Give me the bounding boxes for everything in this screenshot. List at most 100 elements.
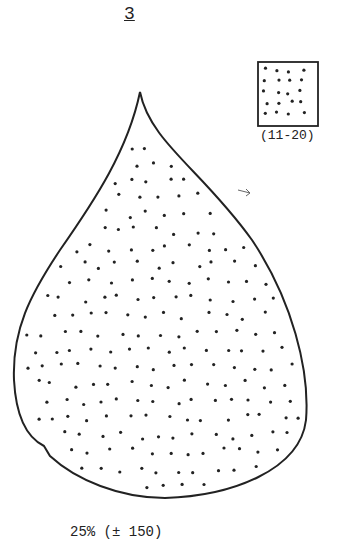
dot xyxy=(209,260,212,263)
dot xyxy=(261,350,264,353)
dot xyxy=(217,469,220,472)
dot xyxy=(144,180,147,183)
dot xyxy=(171,261,174,264)
dot xyxy=(209,298,212,301)
dot xyxy=(38,418,41,421)
dot xyxy=(162,311,165,314)
dot xyxy=(60,362,63,365)
dot xyxy=(137,334,140,337)
dot xyxy=(215,330,218,333)
dot xyxy=(85,419,88,422)
dot xyxy=(269,401,272,404)
dot xyxy=(57,296,60,299)
dot xyxy=(190,363,193,366)
dot xyxy=(272,297,275,300)
dot xyxy=(227,419,230,422)
dot xyxy=(262,89,265,92)
dot xyxy=(170,178,173,181)
dot xyxy=(188,282,191,285)
dot xyxy=(155,226,158,229)
figure-number: 3 xyxy=(124,4,135,24)
dot xyxy=(107,250,110,253)
dot xyxy=(275,69,278,72)
dot xyxy=(151,400,154,403)
dot xyxy=(181,483,184,486)
dot xyxy=(66,398,69,401)
dot xyxy=(84,260,87,263)
dot xyxy=(151,277,154,280)
dot xyxy=(101,435,104,438)
dot xyxy=(277,91,280,94)
dot xyxy=(277,102,280,105)
dot xyxy=(287,70,290,73)
dot xyxy=(163,244,166,247)
dot xyxy=(241,318,244,321)
dot xyxy=(202,483,205,486)
dot xyxy=(186,418,189,421)
dot xyxy=(212,363,215,366)
dot xyxy=(117,193,120,196)
dot xyxy=(156,196,159,199)
dot xyxy=(70,448,73,451)
dot xyxy=(182,178,185,181)
dot xyxy=(171,437,174,440)
dot xyxy=(264,112,267,115)
dot-field xyxy=(25,147,300,489)
dot xyxy=(144,210,147,213)
dot xyxy=(154,471,157,474)
dot xyxy=(163,214,166,217)
dot xyxy=(76,362,79,365)
dot xyxy=(119,431,122,434)
dot xyxy=(46,294,49,297)
dot xyxy=(183,379,186,382)
dot xyxy=(302,69,305,72)
dot xyxy=(196,330,199,333)
dot xyxy=(254,264,257,267)
dot xyxy=(87,278,90,281)
dot xyxy=(245,280,248,283)
dot xyxy=(159,334,162,337)
dot xyxy=(273,331,276,334)
dot xyxy=(246,398,249,401)
inset-label: (11-20) xyxy=(258,128,317,143)
dot xyxy=(291,100,294,103)
dot xyxy=(152,161,155,164)
dot xyxy=(182,212,185,215)
dot xyxy=(280,346,283,349)
dot xyxy=(303,111,306,114)
dot xyxy=(68,349,71,352)
dot xyxy=(132,225,135,228)
dot xyxy=(131,380,134,383)
dot xyxy=(135,165,138,168)
dot xyxy=(283,384,286,387)
dot xyxy=(90,311,93,314)
dot xyxy=(152,368,155,371)
dot xyxy=(89,348,92,351)
dot xyxy=(88,243,91,246)
dot xyxy=(150,384,153,387)
dot xyxy=(147,346,150,349)
dot xyxy=(264,67,267,70)
dot xyxy=(104,311,107,314)
dot xyxy=(104,226,107,229)
dot xyxy=(227,280,230,283)
dot xyxy=(130,248,133,251)
inset-box xyxy=(258,62,318,126)
dot xyxy=(34,351,37,354)
dot xyxy=(140,467,143,470)
dot xyxy=(136,365,139,368)
dot xyxy=(190,432,193,435)
dot xyxy=(26,367,29,370)
dot xyxy=(82,403,85,406)
inset-dots xyxy=(262,67,306,116)
dot xyxy=(177,335,180,338)
dot xyxy=(128,348,131,351)
dot xyxy=(299,100,302,103)
dot xyxy=(80,467,83,470)
dot xyxy=(275,111,278,114)
dot xyxy=(99,364,102,367)
dot xyxy=(71,314,74,317)
dot xyxy=(168,280,171,283)
dot xyxy=(232,469,235,472)
dot xyxy=(190,398,193,401)
